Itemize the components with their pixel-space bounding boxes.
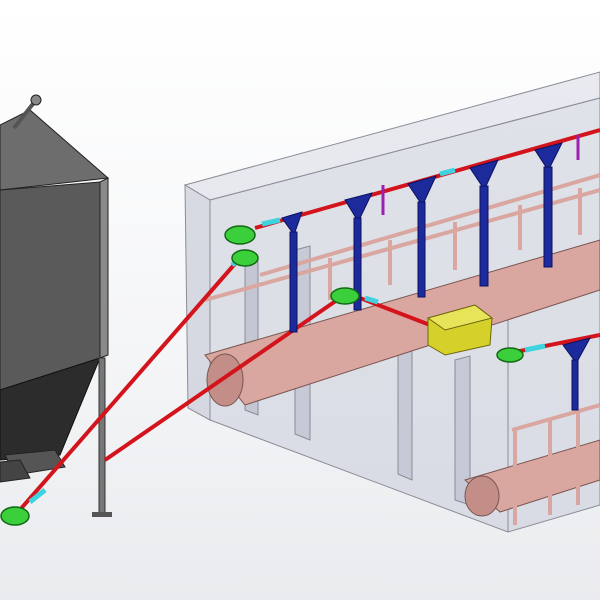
motor [426,304,494,356]
fan-icon [231,249,259,267]
fan-icon [0,506,30,526]
fan-icon [330,287,360,305]
valves [381,135,580,215]
silo-antenna [12,98,38,130]
silo-vent-icon [30,94,42,106]
fan-icon [224,225,256,245]
silo-hopper [0,357,101,461]
feed-funnels [281,142,591,411]
drum-lower [464,439,600,517]
silo-leg-foot [92,512,112,517]
silo-side-face [99,177,109,359]
silo-leg [98,357,106,516]
silo-tray [0,459,31,483]
drum-upper [204,239,600,407]
blower-fans [0,225,524,526]
silo[interactable] [0,94,112,517]
fan-icon [496,347,524,363]
frame-pipes [204,173,600,525]
silo-front-face [0,181,101,391]
enclosure-end-face [184,184,211,421]
